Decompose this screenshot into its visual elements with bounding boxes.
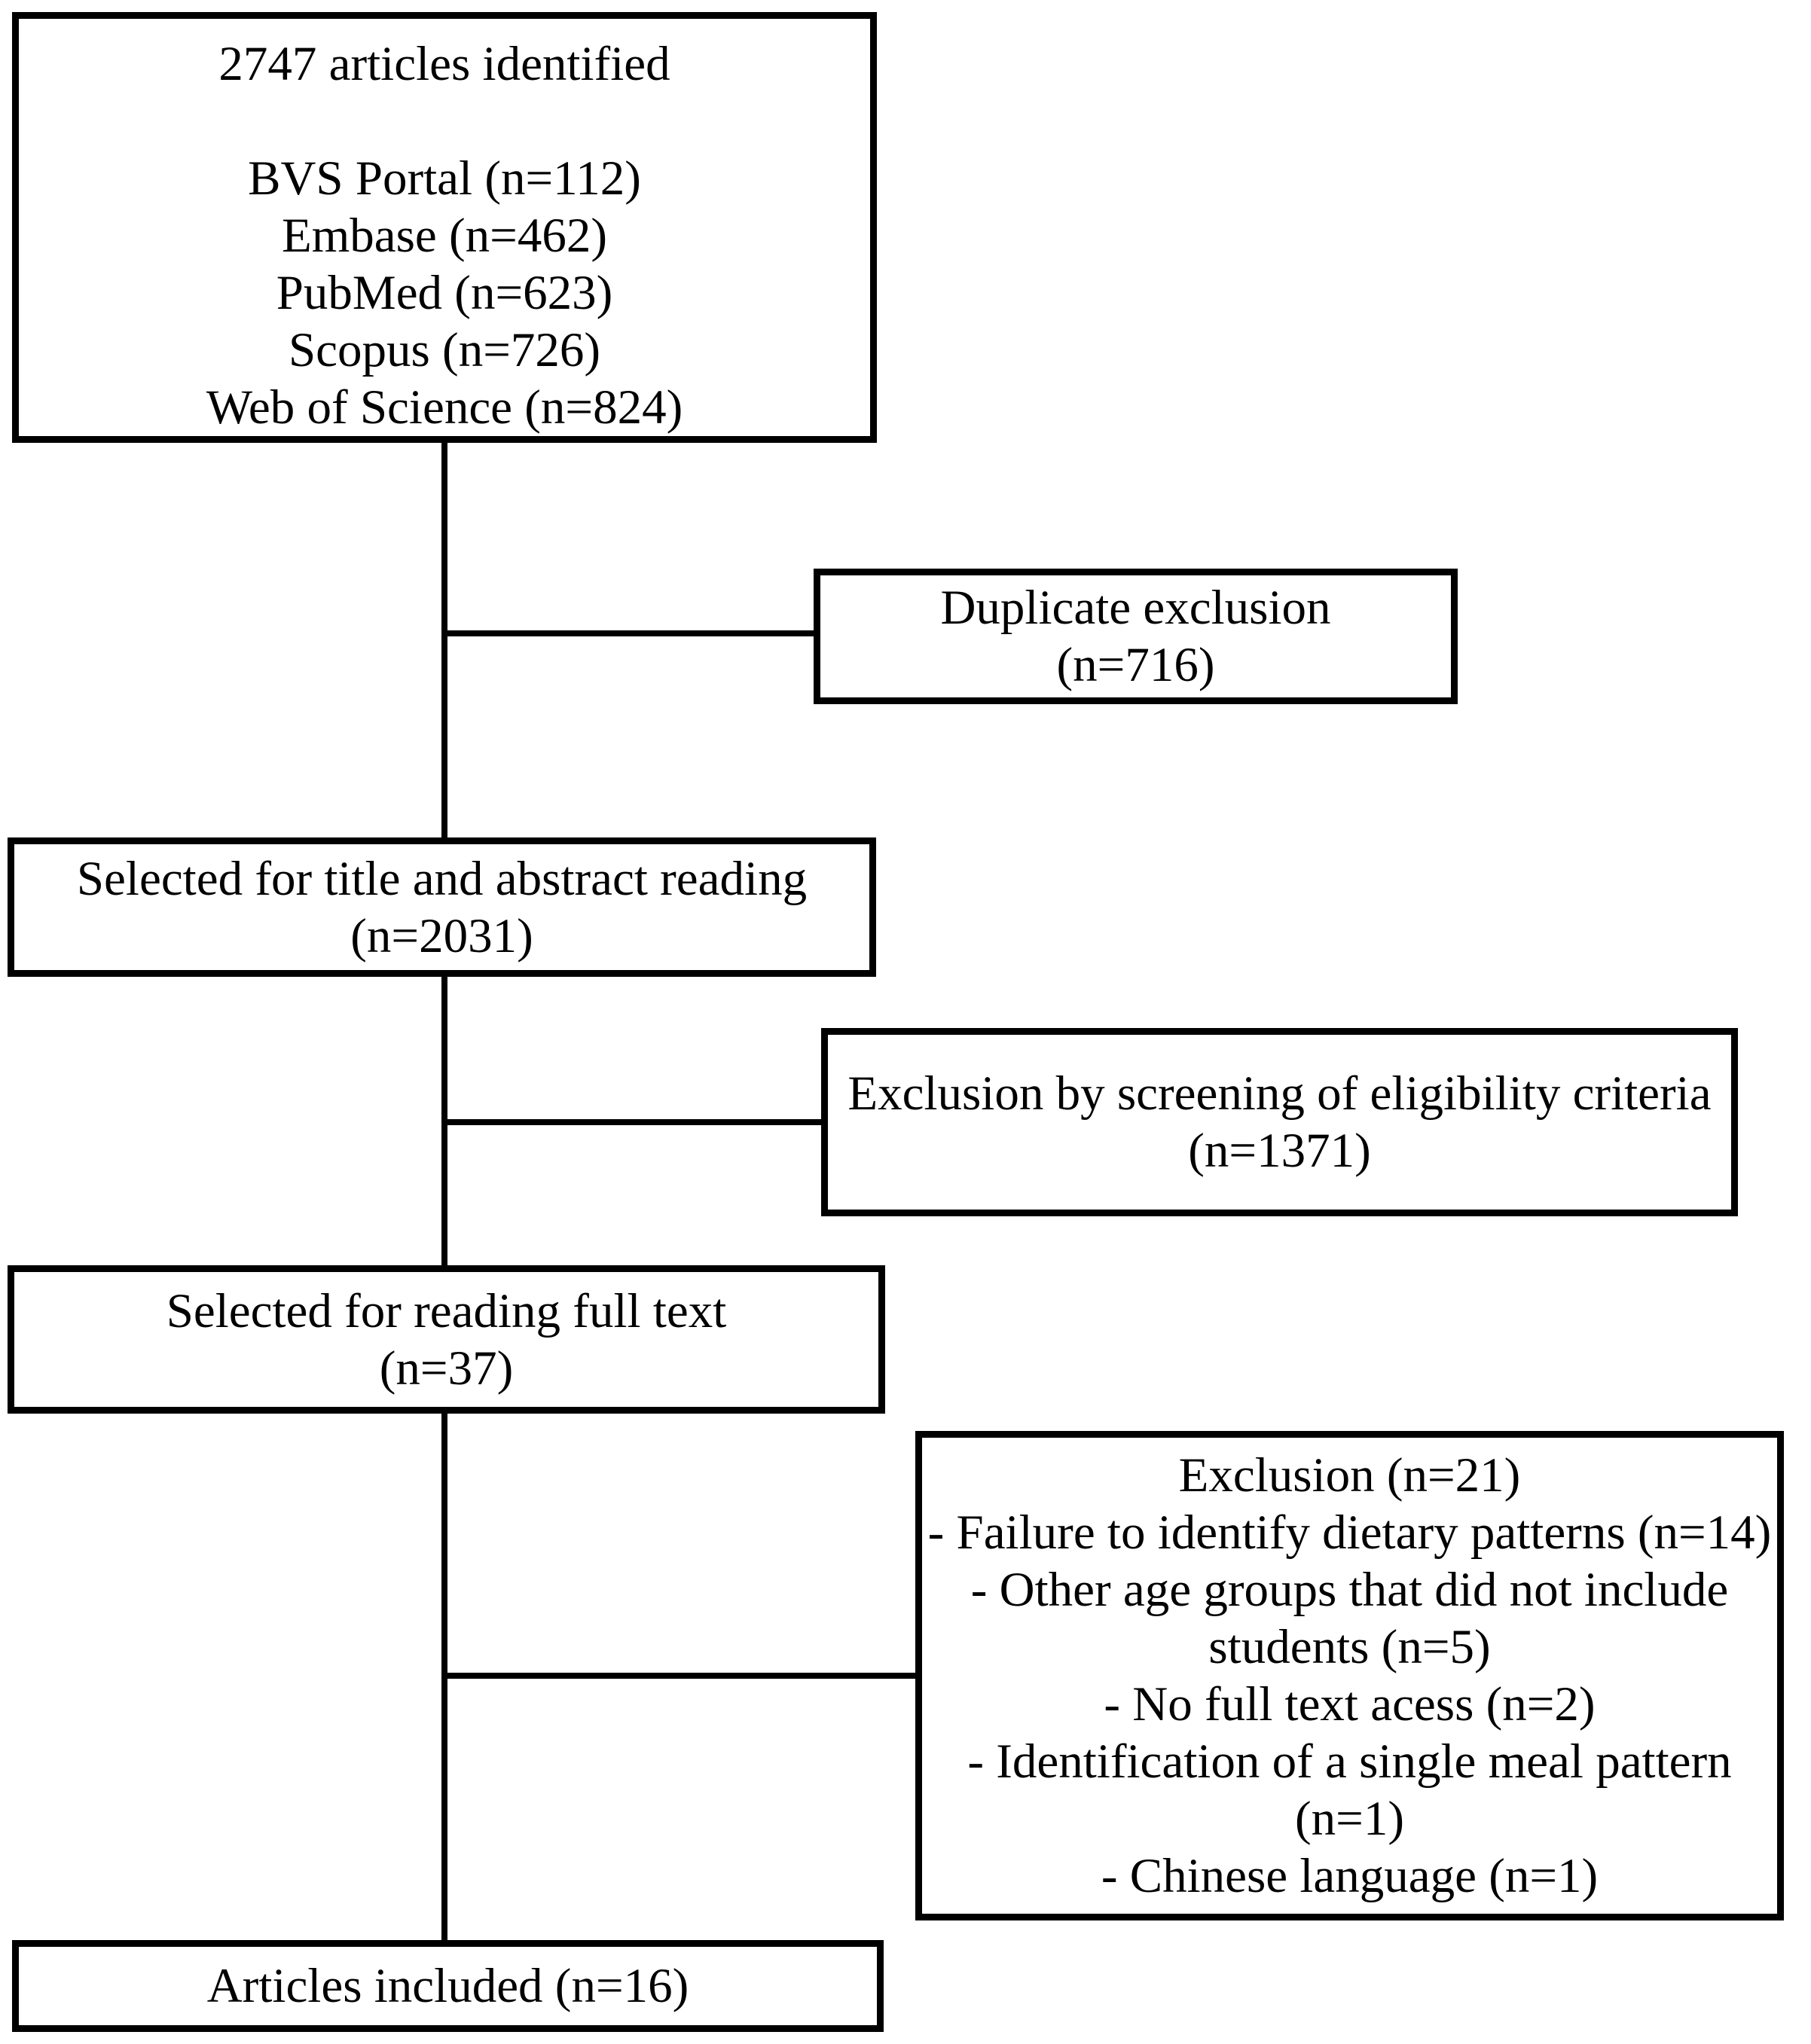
node-text-line: Exclusion (n=21) <box>1178 1448 1521 1502</box>
connector-eligibility-branch <box>441 1119 821 1125</box>
node-text-line: Duplicate exclusion <box>940 581 1331 635</box>
connector-full-text-branch <box>441 1673 915 1679</box>
connector-duplicate-branch <box>441 630 814 636</box>
node-full-text-selection: Selected for reading full text (n=37) <box>8 1265 885 1414</box>
node-text-line: Scopus (n=726) <box>289 323 600 377</box>
node-text-line: Articles included (n=16) <box>206 1959 689 2013</box>
node-text-line: Selected for reading full text <box>166 1283 727 1338</box>
node-text-line: 2747 articles identified <box>218 37 670 91</box>
node-text-line: - Chinese language (n=1) <box>1101 1849 1599 1903</box>
node-text-line: (n=2031) <box>350 908 533 963</box>
node-text-line: - Failure to identify dietary patterns (… <box>927 1506 1772 1560</box>
node-title-abstract-selection: Selected for title and abstract reading … <box>8 837 876 977</box>
node-text-line: Exclusion by screening of eligibility cr… <box>847 1066 1712 1121</box>
node-text-line: (n=1371) <box>1188 1124 1371 1178</box>
node-text-line: BVS Portal (n=112) <box>248 151 641 206</box>
node-text-line: Web of Science (n=824) <box>206 380 683 435</box>
node-text-line: (n=1) <box>1295 1792 1404 1846</box>
node-text-line: (n=37) <box>379 1341 514 1396</box>
node-text-line: - Other age groups that did not include <box>970 1563 1729 1617</box>
node-text-line: PubMed (n=623) <box>276 266 613 320</box>
node-duplicate-exclusion: Duplicate exclusion (n=716) <box>814 569 1458 704</box>
node-articles-identified: 2747 articles identified BVS Portal (n=1… <box>12 12 877 443</box>
node-text-line: Selected for title and abstract reading <box>76 851 808 906</box>
connector-main-spine <box>441 441 447 1940</box>
node-text-line: - Identification of a single meal patter… <box>967 1734 1732 1789</box>
node-text-line: students (n=5) <box>1208 1620 1491 1674</box>
node-full-text-exclusion: Exclusion (n=21) - Failure to identify d… <box>915 1431 1784 1920</box>
node-text-line: (n=716) <box>1056 638 1215 692</box>
node-eligibility-exclusion: Exclusion by screening of eligibility cr… <box>821 1028 1738 1216</box>
node-articles-included: Articles included (n=16) <box>12 1940 884 2032</box>
node-text-line: - No full text acess (n=2) <box>1104 1677 1596 1731</box>
node-text-line: Embase (n=462) <box>282 209 607 263</box>
